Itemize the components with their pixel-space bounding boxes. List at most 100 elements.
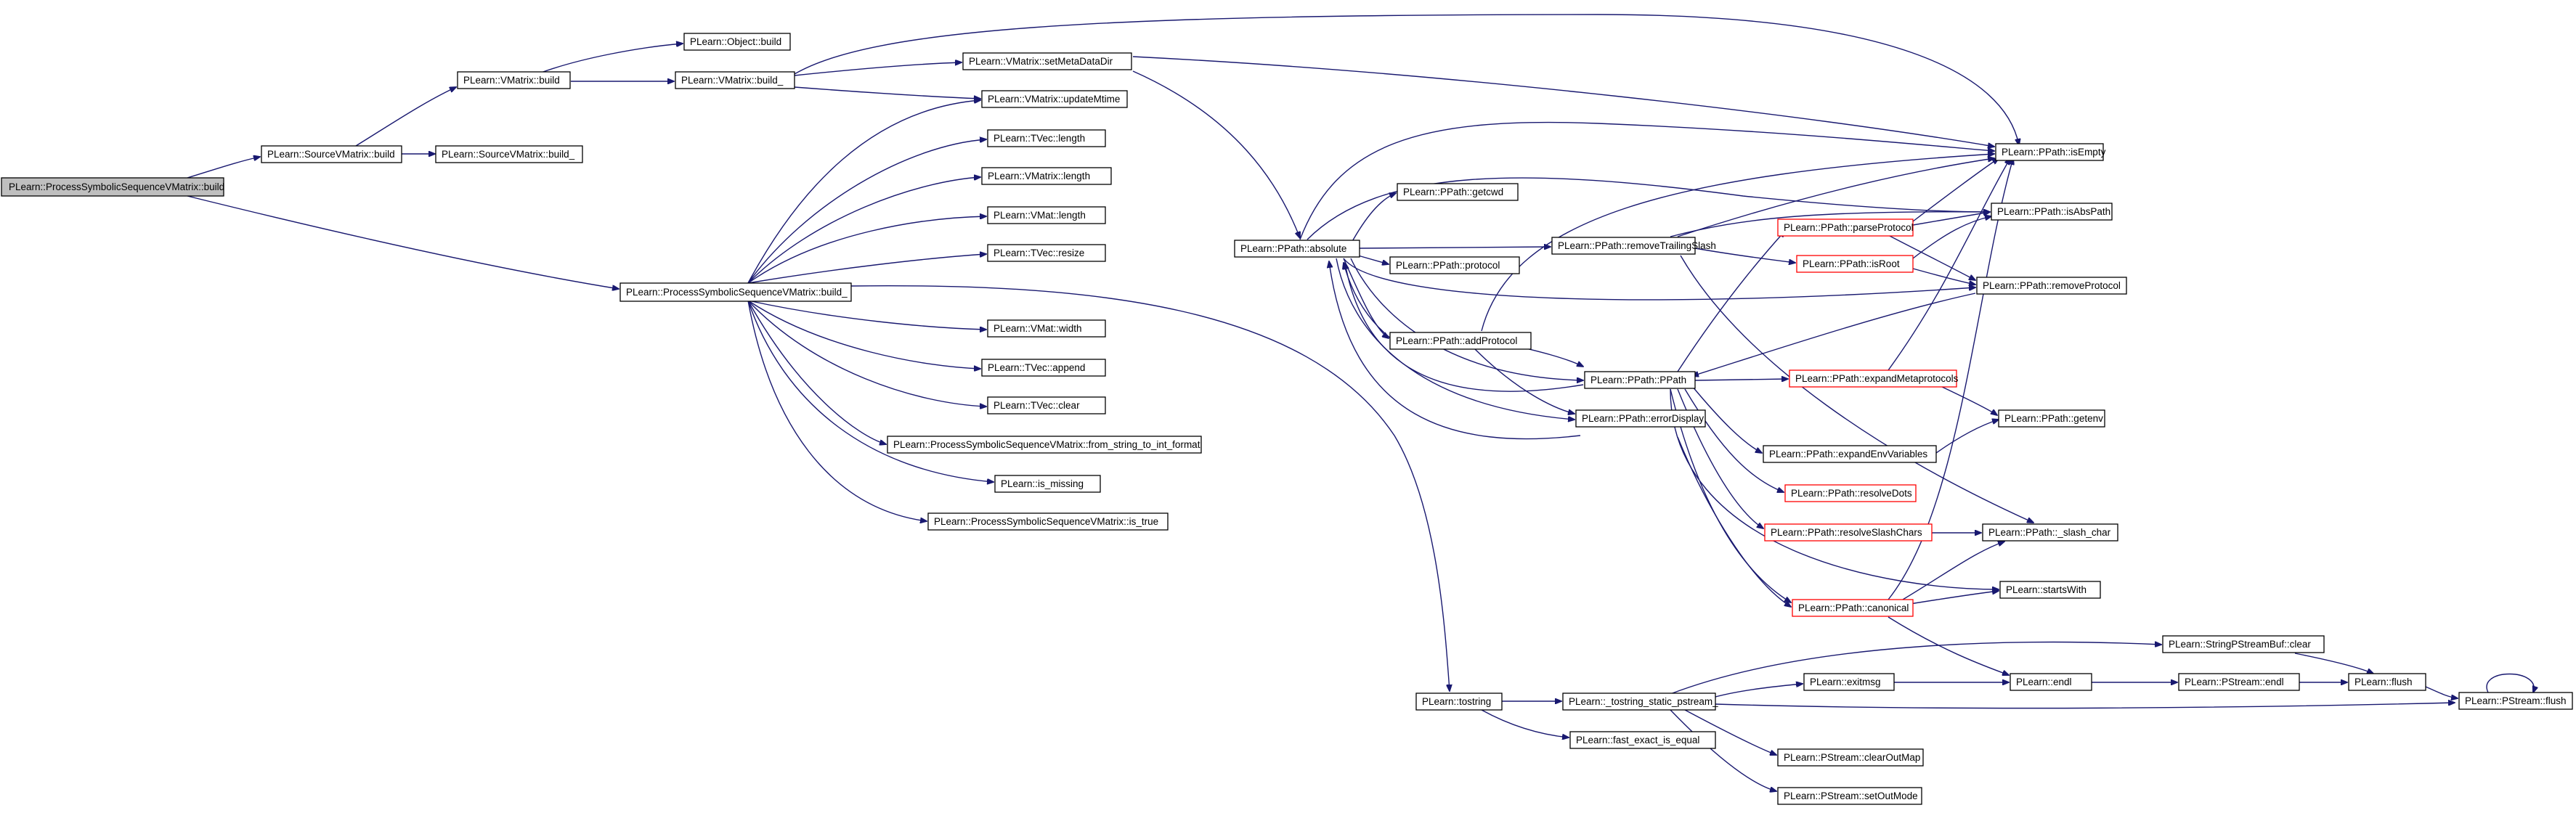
node-resolveslash[interactable]: PLearn::PPath::resolveSlashChars <box>1764 523 1933 542</box>
edge-isroot-to-isabspath <box>1912 216 1991 259</box>
svg-text:PLearn::PPath::absolute: PLearn::PPath::absolute <box>1240 243 1346 254</box>
node-isabspath[interactable]: PLearn::PPath::isAbsPath <box>1991 203 2113 221</box>
node-ppath[interactable]: PLearn::PPath::PPath <box>1584 371 1696 389</box>
svg-text:PLearn::VMatrix::setMetaDataDi: PLearn::VMatrix::setMetaDataDir <box>969 56 1113 67</box>
node-fast-exact[interactable]: PLearn::fast_exact_is_equal <box>1569 731 1716 749</box>
svg-text:PLearn::ProcessSymbolicSequenc: PLearn::ProcessSymbolicSequenceVMatrix::… <box>934 516 1158 527</box>
node-vm-build-underscore[interactable]: PLearn::VMatrix::build_ <box>675 71 795 89</box>
edge-vm-build--to-isempty <box>794 14 2019 145</box>
node-tvec-length[interactable]: PLearn::TVec::length <box>987 129 1106 147</box>
edge-psvm-build-to-svm-build <box>187 157 260 179</box>
svg-text:PLearn::SourceVMatrix::build: PLearn::SourceVMatrix::build <box>267 149 395 160</box>
node-exitmsg[interactable]: PLearn::exitmsg <box>1803 673 1895 691</box>
node-expandenv[interactable]: PLearn::PPath::expandEnvVariables <box>1763 445 1937 463</box>
edge-removetrailing-to-isabspath <box>1670 212 1990 237</box>
node-resolvedots[interactable]: PLearn::PPath::resolveDots <box>1784 484 1917 502</box>
node-getenv[interactable]: PLearn::PPath::getenv <box>1998 409 2105 428</box>
node-obj-build[interactable]: PLearn::Object::build <box>683 33 791 51</box>
node-pstream-endl[interactable]: PLearn::PStream::endl <box>2178 673 2300 691</box>
edge-addprotocol-to-errordisplay <box>1474 348 1575 414</box>
edge-absolute-to-removetrailing <box>1359 247 1551 248</box>
edge-ppath-to-absolute <box>1345 263 1584 392</box>
node-addprotocol[interactable]: PLearn::PPath::addProtocol <box>1389 332 1532 350</box>
node-flush[interactable]: PLearn::flush <box>2348 673 2426 691</box>
svg-text:PLearn::PStream::setOutMode: PLearn::PStream::setOutMode <box>1784 790 1918 801</box>
node-isempty[interactable]: PLearn::PPath::isEmpty <box>1995 143 2106 161</box>
svg-text:PLearn::VMat::length: PLearn::VMat::length <box>994 210 1086 221</box>
node-psvm-build-underscore[interactable]: PLearn::ProcessSymbolicSequenceVMatrix::… <box>619 282 852 302</box>
node-vmat-length[interactable]: PLearn::VMat::length <box>987 206 1106 224</box>
node-isroot[interactable]: PLearn::PPath::isRoot <box>1796 255 1914 273</box>
edge-absolute-to-ppath <box>1350 258 1583 380</box>
edge-pstream-flush-self-loop <box>2486 673 2534 693</box>
node-vmatrix-length[interactable]: PLearn::VMatrix::length <box>981 167 1112 185</box>
node-tostring[interactable]: PLearn::tostring <box>1415 693 1503 711</box>
node-tostring-static[interactable]: PLearn::_tostring_static_pstream_ <box>1562 693 1718 711</box>
svg-text:PLearn::TVec::length: PLearn::TVec::length <box>994 133 1085 144</box>
node-is-true[interactable]: PLearn::ProcessSymbolicSequenceVMatrix::… <box>927 512 1169 531</box>
edge-canonical-to-endl <box>1888 616 2009 675</box>
svg-text:PLearn::VMat::width: PLearn::VMat::width <box>994 323 1082 334</box>
node-removeprotocol[interactable]: PLearn::PPath::removeProtocol <box>1976 277 2127 295</box>
node-tvec-clear[interactable]: PLearn::TVec::clear <box>987 396 1106 414</box>
node-tvec-resize[interactable]: PLearn::TVec::resize <box>987 244 1106 262</box>
svg-text:PLearn::PPath::isEmpty: PLearn::PPath::isEmpty <box>2002 147 2106 158</box>
svg-text:PLearn::ProcessSymbolicSequenc: PLearn::ProcessSymbolicSequenceVMatrix::… <box>626 287 848 298</box>
edge-build--to-vmat-width <box>747 300 986 330</box>
node-spsb-clear[interactable]: PLearn::StringPStreamBuf::clear <box>2162 635 2325 653</box>
svg-text:PLearn::PPath::removeTrailingS: PLearn::PPath::removeTrailingSlash <box>1558 240 1716 251</box>
node-svm-build-underscore[interactable]: PLearn::SourceVMatrix::build_ <box>435 145 583 163</box>
node-getcwd[interactable]: PLearn::PPath::getcwd <box>1397 183 1519 201</box>
svg-text:PLearn::PPath::getenv: PLearn::PPath::getenv <box>2004 413 2103 424</box>
edge-errordisplay-to-absolute <box>1329 261 1581 440</box>
svg-text:PLearn::exitmsg: PLearn::exitmsg <box>1810 677 1881 687</box>
edge-build--to-vmat-length <box>747 216 986 284</box>
edge-svm-build-to-vm-build <box>355 87 456 147</box>
svg-text:PLearn::endl: PLearn::endl <box>2016 677 2072 687</box>
node-absolute[interactable]: PLearn::PPath::absolute <box>1234 240 1360 258</box>
edge-ppath-to-startswith <box>1670 388 1999 589</box>
node-vmat-width[interactable]: PLearn::VMat::width <box>987 319 1106 338</box>
call-edges <box>187 14 2534 791</box>
node-expandmeta[interactable]: PLearn::PPath::expandMetaprotocols <box>1789 369 1959 388</box>
svg-text:PLearn::VMatrix::updateMtime: PLearn::VMatrix::updateMtime <box>988 94 1120 105</box>
svg-text:PLearn::SourceVMatrix::build_: PLearn::SourceVMatrix::build_ <box>442 149 575 160</box>
node-protocol[interactable]: PLearn::PPath::protocol <box>1389 256 1520 274</box>
edge-absolute-to-getcwd <box>1350 193 1396 245</box>
edge-removetrailing-to-isempty <box>1677 158 1994 237</box>
node-setmeta[interactable]: PLearn::VMatrix::setMetaDataDir <box>962 52 1132 70</box>
node-startswith[interactable]: PLearn::startsWith <box>1999 581 2101 599</box>
edge-tostring-static-to-setoutmode <box>1670 709 1776 791</box>
svg-text:PLearn::Object::build: PLearn::Object::build <box>690 36 781 47</box>
node-errordisplay[interactable]: PLearn::PPath::errorDisplay <box>1575 409 1706 428</box>
node-tvec-append[interactable]: PLearn::TVec::append <box>981 359 1106 377</box>
node-endl[interactable]: PLearn::endl <box>2010 673 2092 691</box>
svg-text:PLearn::ProcessSymbolicSequenc: PLearn::ProcessSymbolicSequenceVMatrix::… <box>9 181 224 192</box>
node-clearoutmap[interactable]: PLearn::PStream::clearOutMap <box>1777 748 1924 767</box>
node-slashchar[interactable]: PLearn::PPath::_slash_char <box>1982 523 2118 542</box>
node-parseprotocol[interactable]: PLearn::PPath::parseProtocol <box>1777 218 1914 237</box>
node-canonical[interactable]: PLearn::PPath::canonical <box>1792 599 1914 617</box>
edge-build--to-tvec-append <box>747 300 980 369</box>
node-updmtime[interactable]: PLearn::VMatrix::updateMtime <box>981 90 1128 108</box>
edge-canonical-to-startswith <box>1909 591 1999 605</box>
edge-absolute-to-isabspath <box>1307 177 1990 240</box>
node-is-missing[interactable]: PLearn::is_missing <box>994 475 1101 493</box>
svg-text:PLearn::flush: PLearn::flush <box>2354 677 2413 687</box>
svg-text:PLearn::TVec::clear: PLearn::TVec::clear <box>994 400 1080 411</box>
node-setoutmode[interactable]: PLearn::PStream::setOutMode <box>1777 787 1922 805</box>
node-vm-build[interactable]: PLearn::VMatrix::build <box>457 71 571 89</box>
svg-text:PLearn::VMatrix::build: PLearn::VMatrix::build <box>463 75 560 86</box>
edge-ppath-to-resolvedots <box>1684 388 1784 492</box>
edge-ppath-to-parseprotocol <box>1677 231 1785 372</box>
svg-text:PLearn::is_missing: PLearn::is_missing <box>1001 478 1084 489</box>
node-pstream-flush[interactable]: PLearn::PStream::flush <box>2458 692 2573 710</box>
node-svm-build[interactable]: PLearn::SourceVMatrix::build <box>261 145 402 163</box>
edge-addprotocol-to-isempty <box>1481 154 1994 332</box>
node-from-string[interactable]: PLearn::ProcessSymbolicSequenceVMatrix::… <box>887 436 1202 454</box>
node-psvm-build[interactable]: PLearn::ProcessSymbolicSequenceVMatrix::… <box>1 177 224 197</box>
edge-build--to-updmtime <box>747 100 980 284</box>
edge-expandmeta-to-getenv <box>1940 385 1997 415</box>
node-removetrailing[interactable]: PLearn::PPath::removeTrailingSlash <box>1551 237 1716 255</box>
edge-removetrailing-to-slashchar <box>1680 255 2033 523</box>
